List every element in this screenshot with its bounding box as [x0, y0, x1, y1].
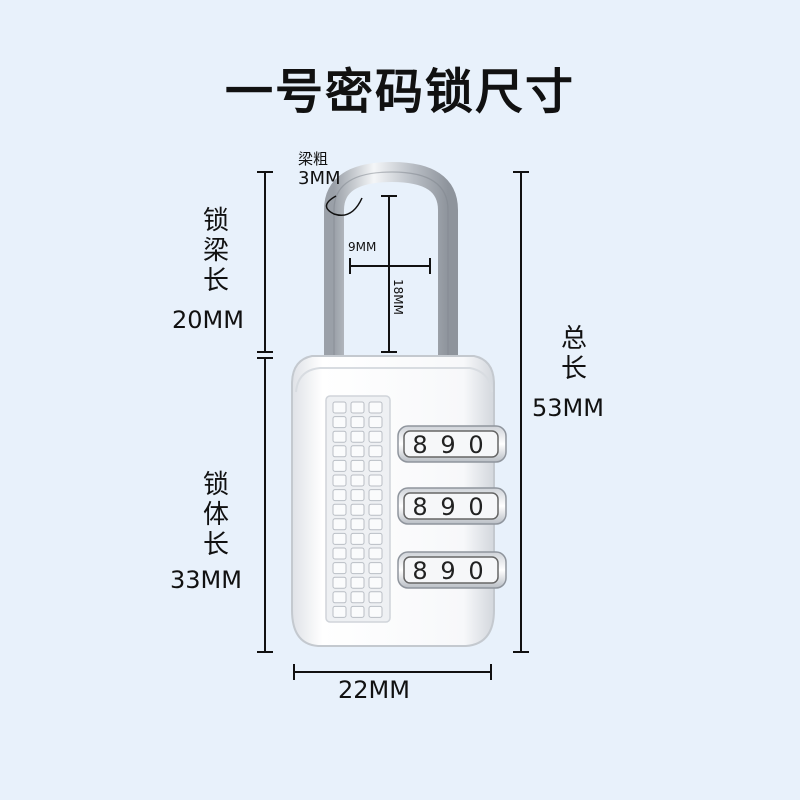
grip-cell — [332, 576, 347, 589]
grip-cell — [332, 459, 347, 472]
grip-pattern — [332, 401, 383, 618]
grip-cell — [368, 605, 383, 618]
grip-cell — [368, 489, 383, 502]
grip-cell — [350, 459, 365, 472]
grip-cell — [332, 489, 347, 502]
grip-cell — [332, 562, 347, 575]
shackle-thickness-label: 梁粗 — [298, 150, 329, 168]
body-length-label: 锁体长 — [202, 470, 229, 560]
dial-digit: 8 — [412, 431, 427, 459]
grip-cell — [368, 518, 383, 531]
body-length-value: 33MM — [170, 566, 242, 594]
dial-digit: 8 — [412, 493, 427, 521]
grip-cell — [368, 547, 383, 560]
dimension-lines — [257, 171, 529, 680]
grip-cell — [350, 605, 365, 618]
dial-digit: 0 — [468, 431, 483, 459]
dial-digit: 9 — [440, 431, 455, 459]
grip-cell — [350, 547, 365, 560]
grip-cell — [368, 576, 383, 589]
grip-cell — [368, 459, 383, 472]
page-title: 一号密码锁尺寸 — [224, 64, 575, 120]
inner-width-value: 9MM — [348, 240, 377, 254]
grip-cell — [350, 489, 365, 502]
grip-cell — [368, 474, 383, 487]
inner-height-value: 18MM — [391, 279, 405, 315]
grip-cell — [350, 401, 365, 414]
dial-digit: 0 — [468, 557, 483, 585]
grip-cell — [332, 401, 347, 414]
grip-cell — [332, 518, 347, 531]
shackle — [324, 161, 458, 358]
grip-cell — [368, 532, 383, 545]
grip-cell — [350, 518, 365, 531]
grip-cell — [332, 503, 347, 516]
dial-digit: 9 — [440, 557, 455, 585]
grip-cell — [332, 474, 347, 487]
grip-cell — [350, 445, 365, 458]
grip-cell — [350, 532, 365, 545]
grip-cell — [350, 503, 365, 516]
grip-cell — [368, 416, 383, 429]
grip-cell — [350, 591, 365, 604]
grip-cell — [368, 503, 383, 516]
shackle-length-label: 锁梁长 — [202, 206, 229, 296]
shackle-length-value: 20MM — [172, 306, 244, 334]
grip-cell — [368, 591, 383, 604]
total-length-value: 53MM — [532, 394, 604, 422]
grip-cell — [368, 445, 383, 458]
grip-cell — [368, 430, 383, 443]
grip-cell — [350, 562, 365, 575]
grip-cell — [350, 430, 365, 443]
grip-cell — [332, 605, 347, 618]
dial-digit: 9 — [440, 493, 455, 521]
grip-cell — [350, 576, 365, 589]
grip-cell — [332, 416, 347, 429]
shackle-thickness-value: 3MM — [298, 168, 341, 189]
grip-cell — [368, 401, 383, 414]
dial-digit: 0 — [468, 493, 483, 521]
grip-cell — [332, 547, 347, 560]
grip-cell — [350, 416, 365, 429]
dial-digit: 8 — [412, 557, 427, 585]
grip-cell — [332, 591, 347, 604]
total-length-label: 总长 — [560, 324, 587, 384]
grip-cell — [332, 445, 347, 458]
grip-cell — [332, 532, 347, 545]
grip-cell — [332, 430, 347, 443]
body-width-value: 22MM — [338, 676, 410, 704]
grip-cell — [368, 562, 383, 575]
grip-cell — [350, 474, 365, 487]
